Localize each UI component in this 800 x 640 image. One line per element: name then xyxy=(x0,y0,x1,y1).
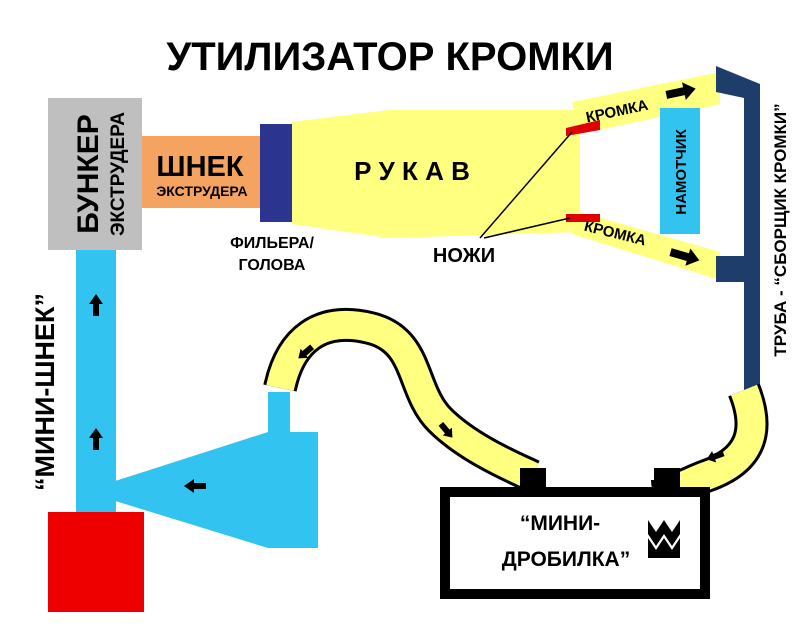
cyclone xyxy=(112,392,318,548)
bunker-box xyxy=(48,98,142,250)
drobilka-box xyxy=(440,487,710,599)
bunker-label-sub: ЭКСТРУДЕРА xyxy=(108,112,129,236)
arrow-kromka-bottom-icon xyxy=(669,248,700,266)
truba-label: ТРУБА - “СБОРЩИК КРОМКИ” xyxy=(771,103,790,356)
drobilka-label-2: ДРОБИЛКА” xyxy=(502,548,630,571)
knife-bottom xyxy=(566,214,600,222)
nozhi-pointer-bottom xyxy=(483,217,571,239)
kromka-bottom-channel xyxy=(572,212,720,280)
shnek-label: ШНЕК xyxy=(156,151,243,183)
mini-shnek-label: “МИНИ-ШНЕК” xyxy=(30,293,60,491)
return-tube-right-fill xyxy=(654,384,766,503)
truba-bottom-inlet xyxy=(716,256,744,282)
arrow-tube-left-mid-icon xyxy=(438,421,453,438)
truba-collector xyxy=(716,66,760,390)
arrow-up-1-icon xyxy=(89,294,103,316)
return-tube-left-fill xyxy=(266,310,539,489)
golova-label: ГОЛОВА xyxy=(239,257,306,274)
shnek-box xyxy=(142,136,262,208)
arrow-up-2-icon xyxy=(89,428,103,450)
namotchik-box xyxy=(660,108,700,234)
shnek-sub-label: ЭКСТРУДЕРА xyxy=(156,183,247,199)
filera-label: ФИЛЬЕРА/ xyxy=(230,235,314,252)
nozhi-pointer-top xyxy=(479,131,573,239)
knife-top xyxy=(566,120,600,136)
zigzag-icon xyxy=(648,520,680,558)
arrow-left-cyclone-icon xyxy=(184,479,206,493)
arrow-tube-right-icon xyxy=(706,450,725,463)
diagram-title: УТИЛИЗАТОР КРОМКИ xyxy=(166,35,613,79)
motor-box xyxy=(48,512,144,612)
namotchik-label: НАМОТЧИК xyxy=(673,128,690,214)
filera-block xyxy=(260,124,292,222)
arrow-kromka-top-icon xyxy=(665,82,696,100)
rukav-label: Р У К А В xyxy=(354,156,470,186)
nozhi-label: НОЖИ xyxy=(433,245,495,267)
arrow-tube-left-top-icon xyxy=(298,344,315,359)
mini-shnek-pipe xyxy=(76,250,116,518)
drobilka-label: “МИНИ- xyxy=(520,512,600,535)
bunker-label: БУНКЕР xyxy=(72,114,105,233)
